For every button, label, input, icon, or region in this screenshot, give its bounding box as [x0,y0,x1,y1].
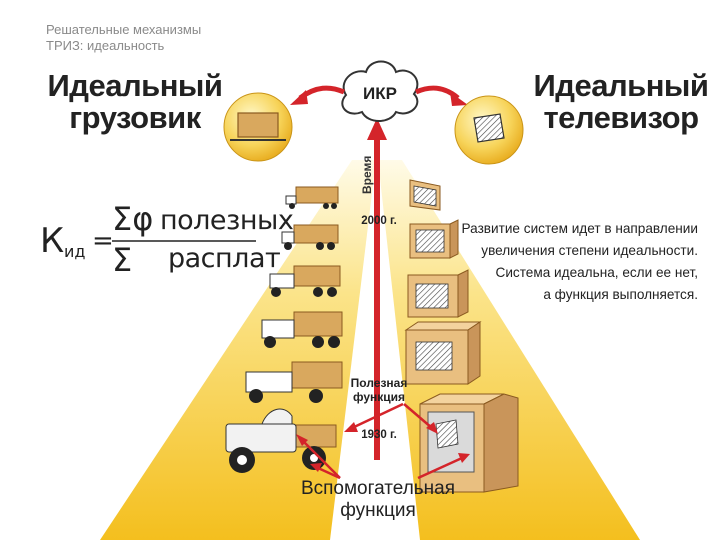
right-title: Идеальный телевизор [533,68,709,135]
truck-evolution [225,186,343,473]
truck-3-icon [269,265,341,297]
formula-sum-top-icon: Σφ [112,200,154,238]
tv-evolution [404,179,519,493]
header-line-1: Решательные механизмы [46,22,202,37]
tv-4-icon [404,321,482,385]
formula-denominator: расплат [168,243,281,274]
ikr-cloud-icon [341,60,419,122]
truck-4-icon [261,311,343,348]
truck-5-icon [245,361,343,403]
tv-1-icon [409,179,441,211]
useful-function-arrows [344,402,438,434]
year-bottom-label: 1930 г. [361,429,397,441]
aux-function-label: Вспомогательная функция [300,478,456,521]
year-top-label: 2000 г. [361,215,397,227]
formula-equals: = [92,226,114,256]
ideal-tv-ball-icon [454,95,524,165]
cloud-label: ИКР [363,84,397,103]
formula-k-sub: ид [64,242,86,261]
formula-k: К [40,221,65,261]
useful-function-label: Полезная функция [350,376,408,404]
left-title: Идеальный грузовик [47,68,223,135]
description-text: Развитие систем идет в направлении увели… [461,221,698,302]
tv-3-icon [407,269,469,318]
tv-2-icon [409,219,459,259]
header-line-2: ТРИЗ: идеальность [46,38,165,53]
aux-function-arrows [296,434,470,480]
tv-5-icon [419,393,519,493]
time-label: Время [360,156,374,194]
truck-2-icon [281,224,339,250]
ideal-truck-ball-icon [223,92,293,162]
truck-1-icon [285,186,339,209]
formula-numerator: полезных [160,205,294,236]
formula-sum-bottom-icon: Σ [112,241,133,279]
